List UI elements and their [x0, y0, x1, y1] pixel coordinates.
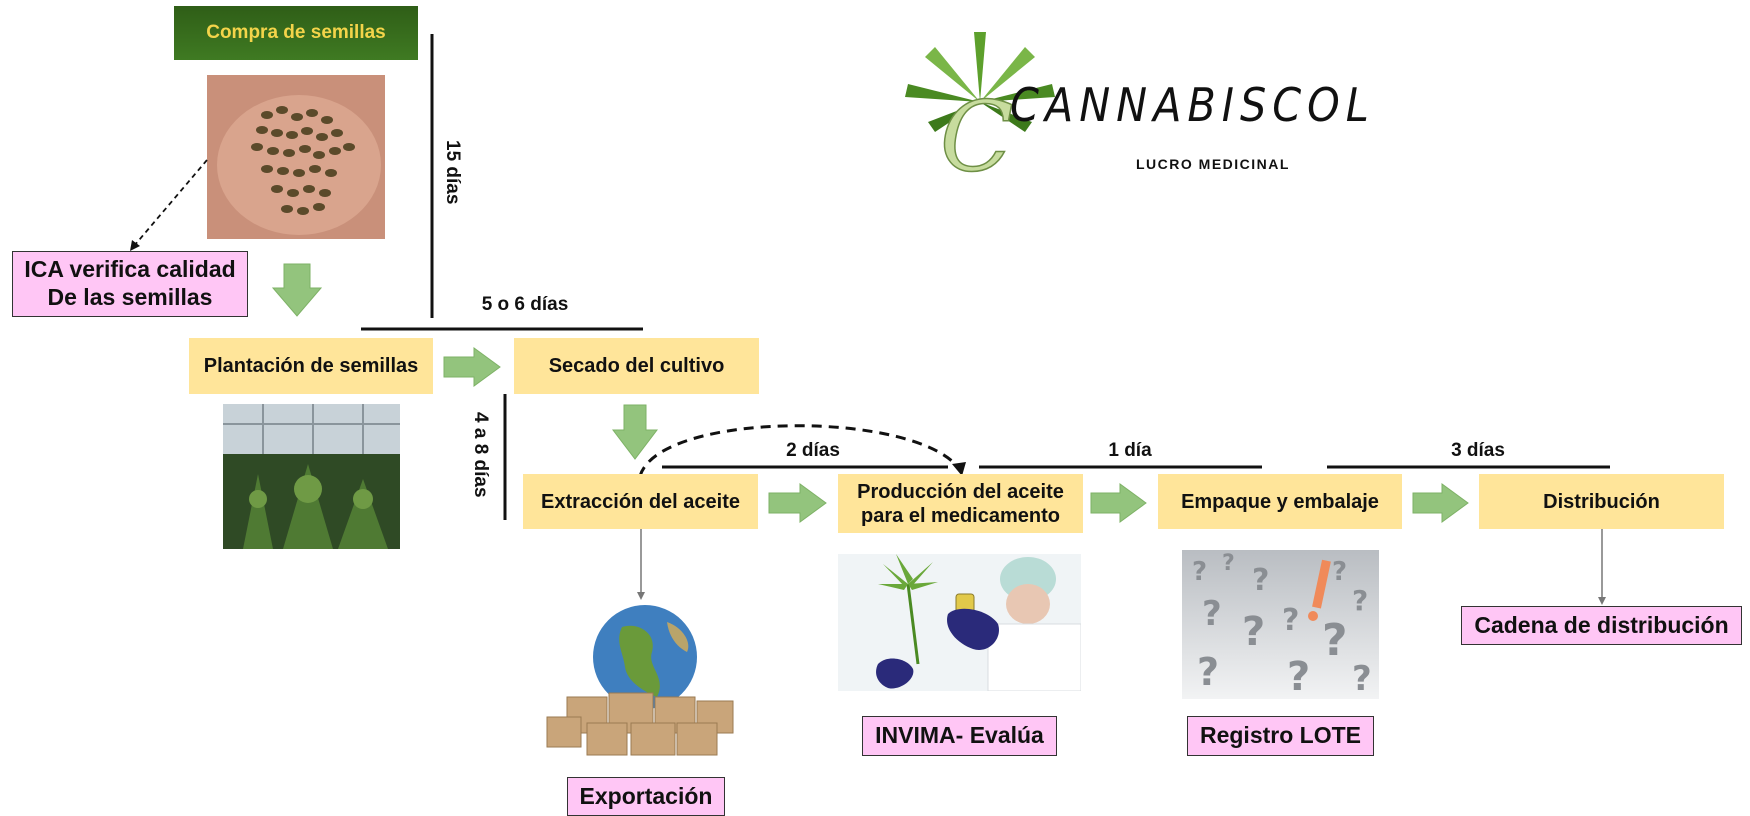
step-plantacion-label: Plantación de semillas	[203, 355, 419, 377]
step-secado-label: Secado del cultivo	[548, 355, 725, 377]
right-arrow-icon	[1090, 483, 1147, 523]
right-arrow-icon	[1412, 483, 1469, 523]
logo-tagline: LUCRO MEDICINAL	[1136, 156, 1290, 172]
svg-text:?: ?	[1352, 659, 1372, 699]
annotation-exportacion: Exportación	[567, 777, 725, 816]
step-plantacion-semillas: Plantación de semillas	[189, 338, 433, 394]
svg-text:?: ?	[1282, 603, 1299, 638]
duration-3-dias: 3 días	[1451, 440, 1505, 461]
svg-text:?: ?	[1197, 650, 1219, 694]
cannabis-leaf-icon: C	[905, 32, 1055, 194]
annotation-cadena-distribucion: Cadena de distribución	[1461, 606, 1742, 645]
svg-text:?: ?	[1202, 594, 1222, 634]
step-distribucion-label: Distribución	[1543, 490, 1660, 513]
step-produccion-label-line1: Producción del aceite	[857, 480, 1064, 503]
svg-text:?: ?	[1192, 557, 1207, 587]
annotation-invima-label: INVIMA- Evalúa	[875, 722, 1044, 749]
annotation-exportacion-label: Exportación	[579, 782, 713, 809]
right-arrow-icon	[443, 347, 501, 387]
svg-text:?: ?	[1287, 654, 1310, 699]
duration-1-dia: 1 día	[1108, 440, 1152, 461]
duration-2-dias: 2 días	[786, 440, 840, 461]
step-extraccion-aceite: Extracción del aceite	[523, 474, 758, 529]
greenhouse-photo	[223, 404, 400, 549]
question-marks-photo: ??? ??? ??? ???	[1182, 550, 1379, 699]
svg-text:?: ?	[1352, 584, 1368, 617]
step-produccion-label-line2: para el medicamento	[861, 504, 1060, 527]
annotation-registro-label: Registro LOTE	[1199, 722, 1361, 749]
seeds-photo	[207, 75, 385, 239]
step-extraccion-label: Extracción del aceite	[541, 490, 740, 513]
annotation-invima: INVIMA- Evalúa	[862, 716, 1057, 756]
svg-text:?: ?	[1322, 615, 1348, 666]
annotation-ica-verifica: ICA verifica calidad De las semillas	[12, 251, 248, 317]
step-empaque-embalaje: Empaque y embalaje	[1158, 474, 1402, 529]
step-secado-cultivo: Secado del cultivo	[514, 338, 759, 394]
step-produccion-aceite: Producción del aceite para el medicament…	[838, 474, 1083, 533]
svg-text:?: ?	[1252, 563, 1269, 598]
down-arrow-icon	[611, 404, 659, 460]
svg-text:?: ?	[1332, 557, 1347, 587]
svg-text:?: ?	[1242, 609, 1265, 655]
annotation-ica-line1: ICA verifica calidad	[24, 256, 236, 283]
step-compra-semillas: Compra de semillas	[174, 6, 418, 60]
step-distribucion: Distribución	[1479, 474, 1724, 529]
step-compra-semillas-label: Compra de semillas	[206, 22, 386, 43]
duration-5-6-dias: 5 o 6 días	[481, 294, 569, 315]
svg-text:?: ?	[1222, 551, 1235, 576]
annotation-ica-line2: De las semillas	[47, 284, 213, 310]
duration-15-dias: 15 días	[442, 140, 463, 205]
cannabiscol-logo: C CANNABISCOL LUCRO MEDICINAL	[900, 30, 1369, 194]
annotation-registro-lote: Registro LOTE	[1187, 716, 1374, 756]
globe-boxes-photo	[527, 597, 753, 761]
svg-text:C: C	[940, 81, 1013, 190]
right-arrow-icon	[768, 483, 827, 523]
duration-4-8-dias: 4 a 8 días	[470, 412, 491, 498]
annotation-cadena-label: Cadena de distribución	[1474, 611, 1729, 638]
down-arrow-icon	[271, 263, 323, 317]
step-empaque-label: Empaque y embalaje	[1181, 490, 1379, 513]
lab-cannabis-photo	[838, 554, 1081, 691]
logo-brand-text: CANNABISCOL	[1010, 78, 1375, 132]
